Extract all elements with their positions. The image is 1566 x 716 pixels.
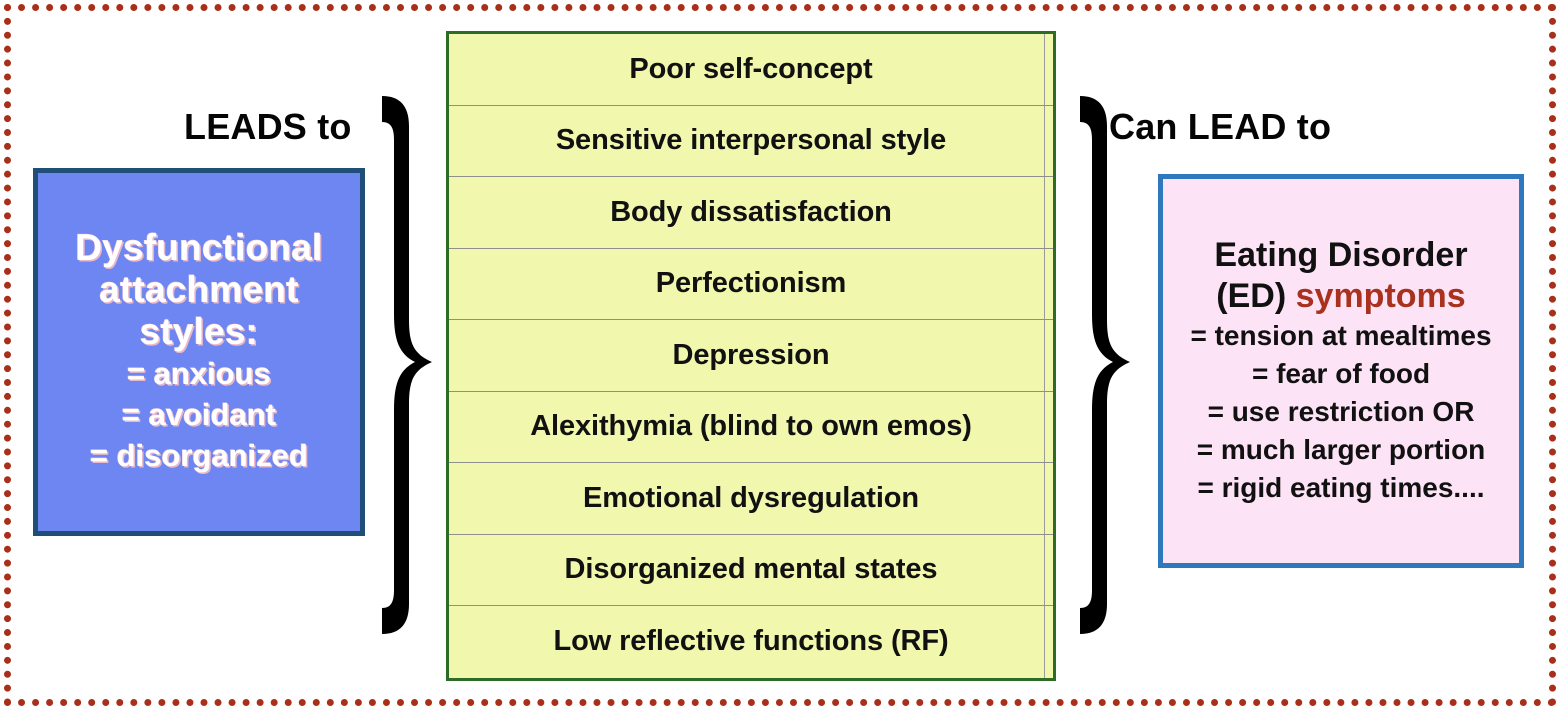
attachment-style-avoidant: = avoidant (121, 397, 277, 433)
attachment-heading-line-2: attachment (99, 269, 299, 311)
attachment-style-anxious: = anxious (127, 355, 271, 391)
ed-abbrev: (ED) (1216, 276, 1296, 315)
can-lead-to-label: Can LEAD to (1109, 106, 1332, 147)
ed-symptom-4: = much larger portion (1196, 433, 1486, 465)
ed-title-line-1: Eating Disorder (1214, 236, 1468, 274)
ed-symptom-3: = use restriction OR (1207, 395, 1475, 427)
ed-symptoms-accent: symptoms (1295, 276, 1466, 315)
table-row: Depression (449, 320, 1053, 392)
ed-title-line-2: (ED) symptoms (1216, 276, 1465, 317)
table-row: Low reflective functions (RF) (449, 606, 1053, 678)
attachment-heading-line-1: Dysfunctional (75, 227, 323, 269)
table-row: Perfectionism (449, 249, 1053, 320)
table-row: Sensitive interpersonal style (449, 106, 1053, 177)
table-cell-text: Low reflective functions (RF) (553, 625, 949, 658)
leads-to-label: LEADS to (184, 106, 352, 147)
table-cell-text: Sensitive interpersonal style (555, 124, 947, 157)
ed-symptom-2: = fear of food (1251, 357, 1431, 389)
table-cell-text: Alexithymia (blind to own emos) (530, 410, 972, 443)
table-row: Disorganized mental states (449, 535, 1053, 606)
attachment-heading-line-3: styles: (139, 311, 259, 353)
table-cell-text: Poor self-concept (629, 52, 873, 85)
left-curly-brace-icon (370, 92, 440, 638)
right-curly-brace-icon (1068, 92, 1138, 638)
attachment-style-disorganized: = disorganized (90, 438, 308, 474)
table-row: Poor self-concept (449, 34, 1053, 106)
ed-symptom-1: = tension at mealtimes (1190, 319, 1492, 351)
table-cell-text: Body dissatisfaction (610, 195, 892, 228)
table-cell-text: Perfectionism (655, 267, 847, 300)
table-cell-text: Emotional dysregulation (582, 481, 920, 514)
table-column-rule (1044, 34, 1045, 678)
table-cell-text: Depression (672, 338, 830, 371)
table-row: Emotional dysregulation (449, 463, 1053, 535)
table-cell-text: Disorganized mental states (564, 553, 938, 586)
ed-symptom-5: = rigid eating times.... (1197, 471, 1485, 503)
eating-disorder-symptoms-box: Eating Disorder (ED) symptoms = tension … (1158, 174, 1524, 568)
table-row: Alexithymia (blind to own emos) (449, 392, 1053, 463)
table-row: Body dissatisfaction (449, 177, 1053, 249)
dysfunctional-attachment-styles-box: Dysfunctional attachment styles: = anxio… (33, 168, 365, 536)
consequences-table: Poor self-concept Sensitive interpersona… (446, 31, 1056, 681)
